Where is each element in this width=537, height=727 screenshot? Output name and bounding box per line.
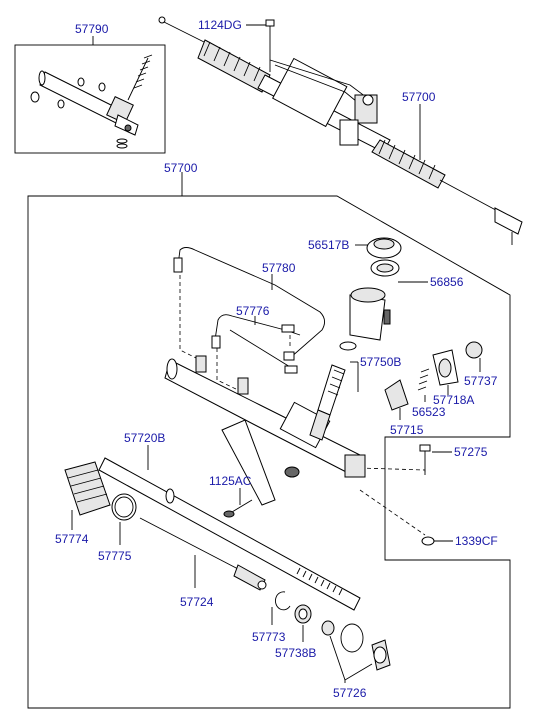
rack-housing [164, 355, 366, 506]
bolt-1125AC [223, 499, 253, 518]
assembly-top [158, 16, 523, 245]
cap-56517B [366, 237, 402, 259]
bushing-57738B [294, 604, 312, 624]
yoke-cover-57718A [432, 349, 459, 386]
label-57774: 57774 [55, 532, 89, 546]
inset-valve-body [30, 54, 153, 149]
label-57715: 57715 [390, 423, 424, 437]
label-57275: 57275 [454, 445, 488, 459]
nut-1339CF [421, 536, 435, 546]
seal-56856 [370, 259, 400, 277]
pipe-57780 [173, 247, 325, 361]
label-57724: 57724 [180, 595, 214, 609]
label-57773: 57773 [252, 630, 286, 644]
plug-57737 [465, 341, 483, 359]
label-1124DG: 1124DG [198, 18, 242, 32]
label-57776: 57776 [236, 304, 270, 318]
label-57790: 57790 [75, 22, 109, 36]
label-56523: 56523 [412, 405, 446, 419]
label-57726: 57726 [333, 686, 367, 700]
spring-56523 [417, 368, 430, 391]
label-57750B: 57750B [360, 355, 401, 369]
label-57718A: 57718A [433, 393, 474, 407]
inset-box [14, 44, 166, 154]
label-57737: 57737 [464, 374, 498, 388]
bolt-top-icon [265, 19, 275, 27]
label-57700-top: 57700 [402, 90, 436, 104]
label-56517B: 56517B [308, 238, 349, 252]
label-56856: 56856 [430, 275, 464, 289]
seal-kit-57726 [321, 620, 391, 671]
label-57738B: 57738B [275, 646, 316, 660]
main-frame [27, 195, 511, 709]
pipe-57776 [211, 314, 301, 374]
rack-57720B [98, 457, 361, 611]
label-57780: 57780 [262, 261, 296, 275]
label-57700-main: 57700 [164, 161, 198, 175]
label-57720B: 57720B [124, 431, 165, 445]
label-57775: 57775 [98, 549, 132, 563]
bolt-57275 [419, 444, 431, 475]
label-1339CF: 1339CF [455, 534, 498, 548]
label-1125AC: 1125AC [209, 474, 252, 488]
yoke-57715 [384, 379, 409, 411]
snap-ring-57773 [275, 591, 291, 611]
pinion-57750B [309, 287, 391, 441]
inner-rack-57724 [139, 517, 267, 591]
boot-57774 [64, 461, 111, 516]
band-57775 [111, 493, 137, 521]
